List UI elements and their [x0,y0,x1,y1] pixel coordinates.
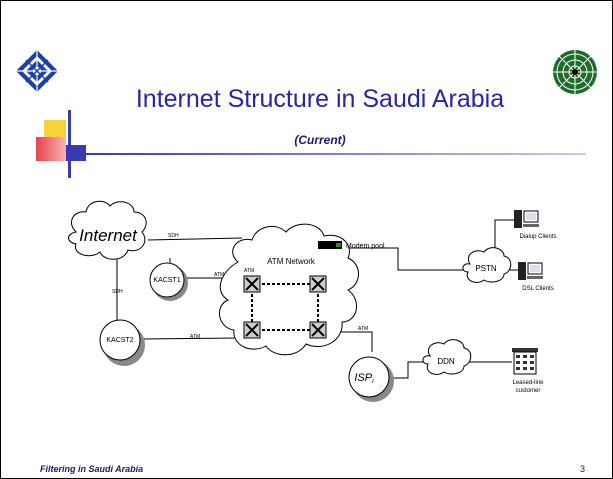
internet-label: Internet [79,226,138,245]
isp-node-icon [348,356,394,402]
atm-switches [243,275,327,339]
kacst1-label: KACST1 [153,277,180,284]
page-number: 3 [580,464,586,474]
modem-pool-label: Modem pool [346,243,385,250]
link-label-atm-2: ATM [244,268,254,274]
dsl-label: DSL Clients [522,286,553,292]
leased-line-label-line1: Leased-line [512,380,544,386]
isp-label: ISPi [354,372,374,385]
dsl-client-icon [518,262,543,280]
pstn-cloud [462,247,512,283]
leased-line-label-line2: customer [516,388,541,394]
kacst2-node-icon [99,319,145,366]
link-label-atm-isp: ATM [358,326,368,332]
left-logo-icon [16,50,58,92]
link-label-sdh-left: SDH [112,289,123,295]
kacst2-label: KACST2 [106,337,133,344]
atm-network-label: ATM Network [267,257,316,266]
kacst1-node-icon [149,262,188,301]
footer-text: Filtering in Saudi Arabia [40,464,144,474]
link-label-sdh-top: SDH [168,233,179,239]
leased-line-building-icon [512,348,538,375]
internet-cloud [68,200,147,260]
ddn-cloud [422,339,472,375]
dialup-client-icon [514,210,539,228]
slide-subtitle: (Current) [294,133,346,147]
ddn-label: DDN [437,357,455,366]
modem-pool-icon [318,241,342,249]
slide-title: Internet Structure in Saudi Arabia [135,85,505,113]
pstn-label: PSTN [475,264,497,273]
right-logo-icon [553,50,597,94]
link-label-atm-1: ATM [214,272,224,278]
dialup-label: Dialup Clients [519,234,556,240]
link-label-atm-3: ATM [190,334,200,340]
